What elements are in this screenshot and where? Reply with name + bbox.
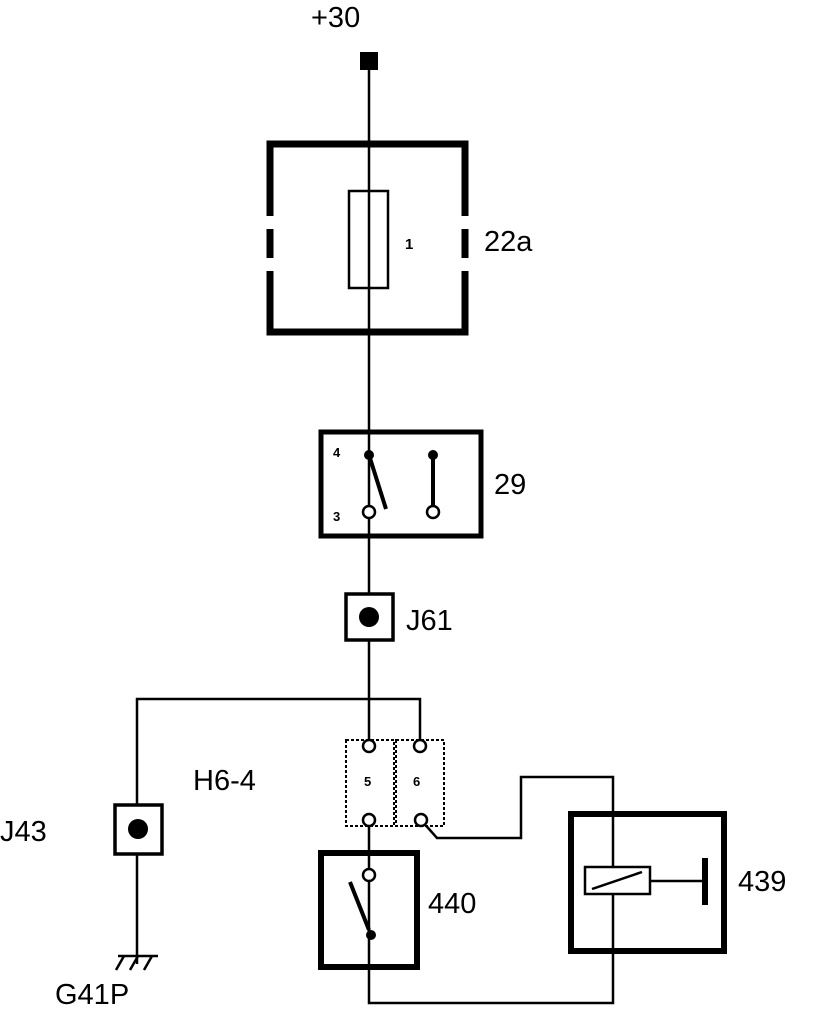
connector-pin-6-bottom xyxy=(413,812,429,828)
junction-j61: J61 xyxy=(344,592,453,642)
supply-label: +30 xyxy=(311,2,360,34)
wire-branch-top xyxy=(135,697,422,964)
fuse-box-frame xyxy=(266,140,469,336)
switch-29-frame xyxy=(318,429,484,539)
fuse-number: 1 xyxy=(405,236,413,253)
connector-pin-6-top xyxy=(412,738,428,754)
switch-440-contact-bottom xyxy=(366,930,376,940)
relay-439-coil-diagonal xyxy=(591,870,643,891)
junction-j43-label: J43 xyxy=(0,816,47,848)
ground-label: G41P xyxy=(55,979,129,1011)
switch-29-contact-right-bottom xyxy=(425,504,441,520)
switch-29: 4 3 29 xyxy=(318,429,526,539)
fuse-box-label: 22a xyxy=(484,226,533,258)
junction-j43-dot xyxy=(128,819,148,839)
ground-g41p: G41P xyxy=(55,954,158,1011)
connector-pin-5-label: 5 xyxy=(364,774,371,789)
relay-439-frame xyxy=(568,811,727,954)
supply-terminal: +30 xyxy=(311,2,378,70)
supply-square xyxy=(360,52,378,70)
connector-h6-4: 5 6 H6-4 xyxy=(193,738,445,828)
switch-29-blade xyxy=(367,454,388,510)
switch-29-pin-top: 4 xyxy=(333,445,341,460)
switch-440: 440 xyxy=(318,850,476,970)
switch-440-frame xyxy=(318,850,420,970)
junction-j61-label: J61 xyxy=(406,605,453,637)
junction-j61-frame xyxy=(344,592,395,642)
connector-pin-5-bottom xyxy=(361,812,377,828)
relay-439-label: 439 xyxy=(738,866,786,898)
switch-440-blade xyxy=(348,881,371,931)
ground-hatch-1 xyxy=(114,955,126,971)
connector-pin-5-housing xyxy=(345,739,395,827)
switch-440-contact-top xyxy=(361,867,377,883)
connector-label: H6-4 xyxy=(193,765,256,797)
connector-pin-5-top xyxy=(361,738,377,754)
switch-29-label: 29 xyxy=(494,469,526,501)
ground-hatch-2 xyxy=(128,955,140,971)
fuse-box: 1 22a xyxy=(266,140,533,336)
switch-29-contact-4 xyxy=(364,450,374,460)
switch-440-label: 440 xyxy=(428,888,476,920)
switch-29-contact-right-top xyxy=(428,450,438,460)
ground-hatch-3 xyxy=(142,955,154,971)
switch-29-pin-bottom: 3 xyxy=(333,509,340,524)
connector-pin-6-label: 6 xyxy=(413,774,420,789)
junction-j43: J43 xyxy=(0,803,164,856)
switch-29-contact-3 xyxy=(361,504,377,520)
junction-j61-dot xyxy=(359,607,379,627)
relay-439: 439 xyxy=(568,811,786,954)
wire-440-to-439 xyxy=(367,775,615,1005)
